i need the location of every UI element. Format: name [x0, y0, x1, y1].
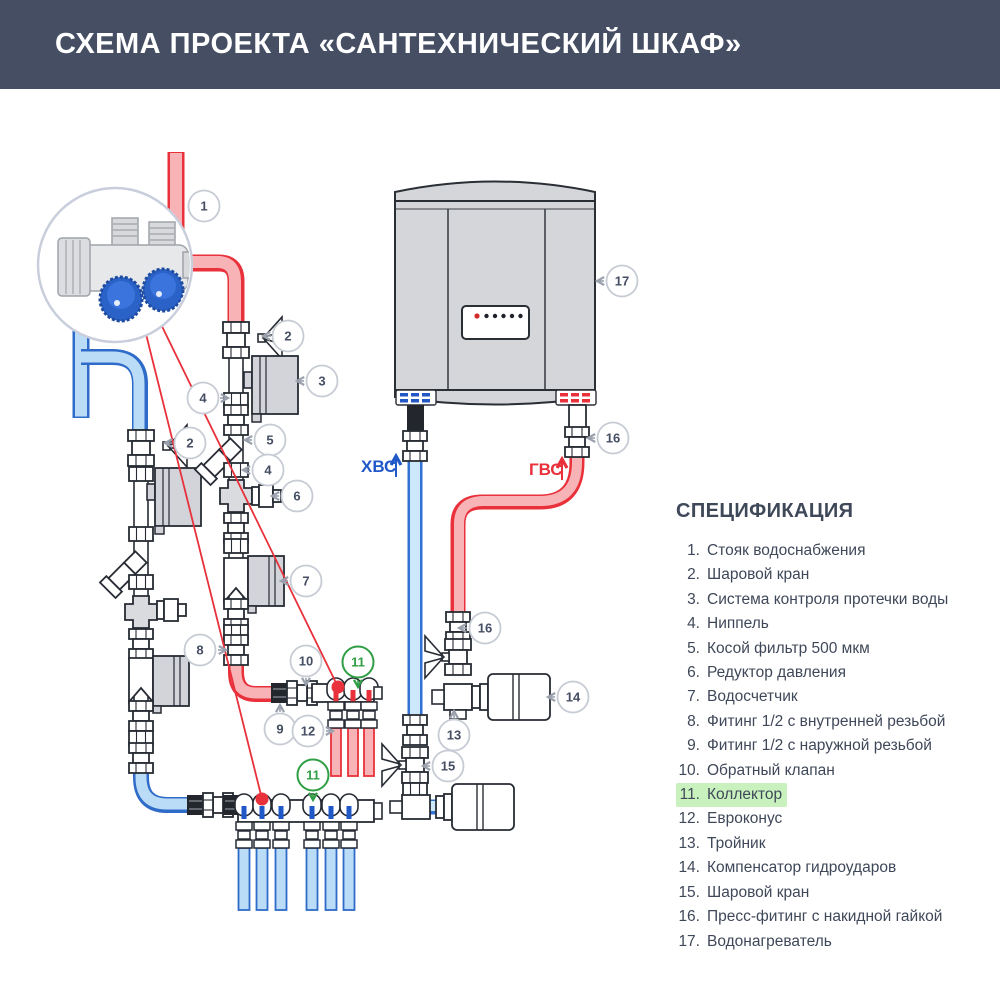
callout-16b-badge: 16 [596, 421, 630, 455]
heater-hot-port-stripes [555, 389, 597, 406]
tee-fitting [443, 683, 473, 711]
callout-4-badge: 4 [186, 381, 220, 415]
spec-item: 6.Редуктор давления [687, 664, 846, 682]
cold-collector [186, 792, 383, 911]
callout-16-badge: 16 [468, 611, 502, 645]
cold-collector-feed-pipe [133, 748, 196, 813]
callout-3-badge: 3 [305, 364, 339, 398]
spec-list: 1.Стояк водоснабжения 2.Шаровой кран 3.С… [676, 539, 996, 954]
spec-item: 8.Фитинг 1/2 с внутренней резьбой [687, 712, 946, 730]
svg-text:4: 4 [264, 463, 272, 478]
callout-11b-badge: 11 [296, 758, 330, 792]
callout-arrows [165, 281, 604, 800]
svg-text:17: 17 [615, 274, 629, 289]
callout-7-badge: 7 [289, 564, 323, 598]
callout-8-badge: 8 [183, 633, 217, 667]
svg-text:ГВС: ГВС [529, 460, 563, 479]
svg-text:6: 6 [293, 489, 300, 504]
callout-2-badge: 2 [271, 319, 305, 353]
heater-cold-line-fittings [381, 714, 515, 831]
heater-left-stub [407, 405, 424, 431]
heater-control-panel [461, 305, 530, 340]
spec-item: 12.Евроконус [678, 810, 783, 828]
heater-cold-port-stripes [395, 389, 437, 406]
svg-text:16: 16 [478, 621, 492, 636]
page-title: СХЕМА ПРОЕКТА «САНТЕХНИЧЕСКИЙ ШКАФ» [55, 28, 742, 60]
svg-text:7: 7 [302, 574, 309, 589]
manifold-knob-icon [141, 267, 185, 313]
manifold-photo-inset [36, 186, 194, 344]
spec-item: 5.Косой фильтр 500 мкм [687, 639, 870, 657]
spec-item: 7.Водосчетчик [687, 688, 798, 706]
callout-9-badge: 9 [263, 712, 297, 746]
spec-item: 16.Пресс-фитинг с накидной гайкой [678, 908, 943, 926]
callout-1-badge: 1 [187, 189, 221, 223]
svg-text:13: 13 [447, 728, 461, 743]
heater-indicator-lights [474, 313, 523, 319]
callout-4b-badge: 4 [251, 453, 285, 487]
manifold-knob-icon [98, 275, 144, 323]
spec-title: СПЕЦИФИКАЦИЯ [676, 500, 854, 522]
svg-text:16: 16 [606, 431, 620, 446]
svg-text:2: 2 [284, 329, 291, 344]
svg-text:15: 15 [441, 759, 455, 774]
svg-text:8: 8 [196, 643, 203, 658]
svg-text:5: 5 [266, 433, 273, 448]
spec-item: 3.Система контроля протечки воды [687, 590, 949, 608]
hot-supply-label: ГВС [529, 459, 563, 480]
callout-14-badge: 14 [556, 680, 590, 714]
cold-line-fittings [99, 424, 202, 774]
page-header: СХЕМА ПРОЕКТА «САНТЕХНИЧЕСКИЙ ШКАФ» [0, 0, 1000, 89]
svg-text:1: 1 [200, 199, 207, 214]
specification-panel: СПЕЦИФИКАЦИЯ 1.Стояк водоснабжения 2.Шар… [676, 500, 996, 954]
water-hammer-arrester [435, 783, 515, 831]
svg-text:3: 3 [318, 374, 325, 389]
spec-item: 1.Стояк водоснабжения [687, 542, 866, 559]
svg-text:11: 11 [351, 655, 365, 670]
svg-text:4: 4 [199, 391, 207, 406]
callout-2b-badge: 2 [173, 426, 207, 460]
spec-item: 2.Шаровой кран [687, 566, 810, 584]
svg-text:10: 10 [299, 654, 313, 669]
spec-item: 17.Водонагреватель [678, 932, 832, 950]
heater-right-stub [568, 404, 587, 430]
heater-hot-line-fittings [424, 611, 551, 721]
spec-item: 13.Тройник [678, 834, 766, 852]
spec-item: 15.Шаровой кран [678, 883, 810, 901]
heater-hot-pipe [450, 450, 585, 618]
spec-item: 10.Обратный клапан [678, 761, 835, 779]
svg-text:12: 12 [301, 724, 315, 739]
spec-item: 4.Ниппель [687, 615, 769, 633]
callout-15-badge: 15 [431, 749, 465, 783]
water-heater [394, 180, 597, 462]
inset-leader-lines [143, 311, 345, 806]
spec-item-highlighted: 11.Коллектор [676, 783, 996, 808]
water-hammer-arrester [471, 673, 551, 721]
svg-text:9: 9 [276, 722, 283, 737]
spec-item: 9.Фитинг 1/2 с наружной резьбой [687, 737, 932, 755]
callout-11-badge: 11 [341, 645, 375, 679]
spec-item: 14.Компенсатор гидроударов [678, 859, 897, 877]
svg-text:ХВС: ХВС [361, 457, 396, 476]
cold-supply-label: ХВС [361, 456, 396, 477]
svg-text:2: 2 [186, 436, 193, 451]
callout-5-badge: 5 [253, 423, 287, 457]
callout-12-badge: 12 [291, 714, 325, 748]
callout-10-badge: 10 [289, 644, 323, 678]
callout-17-badge: 17 [605, 264, 639, 298]
hot-collector-feed-pipe [228, 648, 276, 702]
svg-text:11: 11 [306, 768, 320, 783]
svg-text:14: 14 [566, 690, 581, 705]
callout-13-badge: 13 [437, 718, 471, 752]
callout-6-badge: 6 [280, 479, 314, 513]
